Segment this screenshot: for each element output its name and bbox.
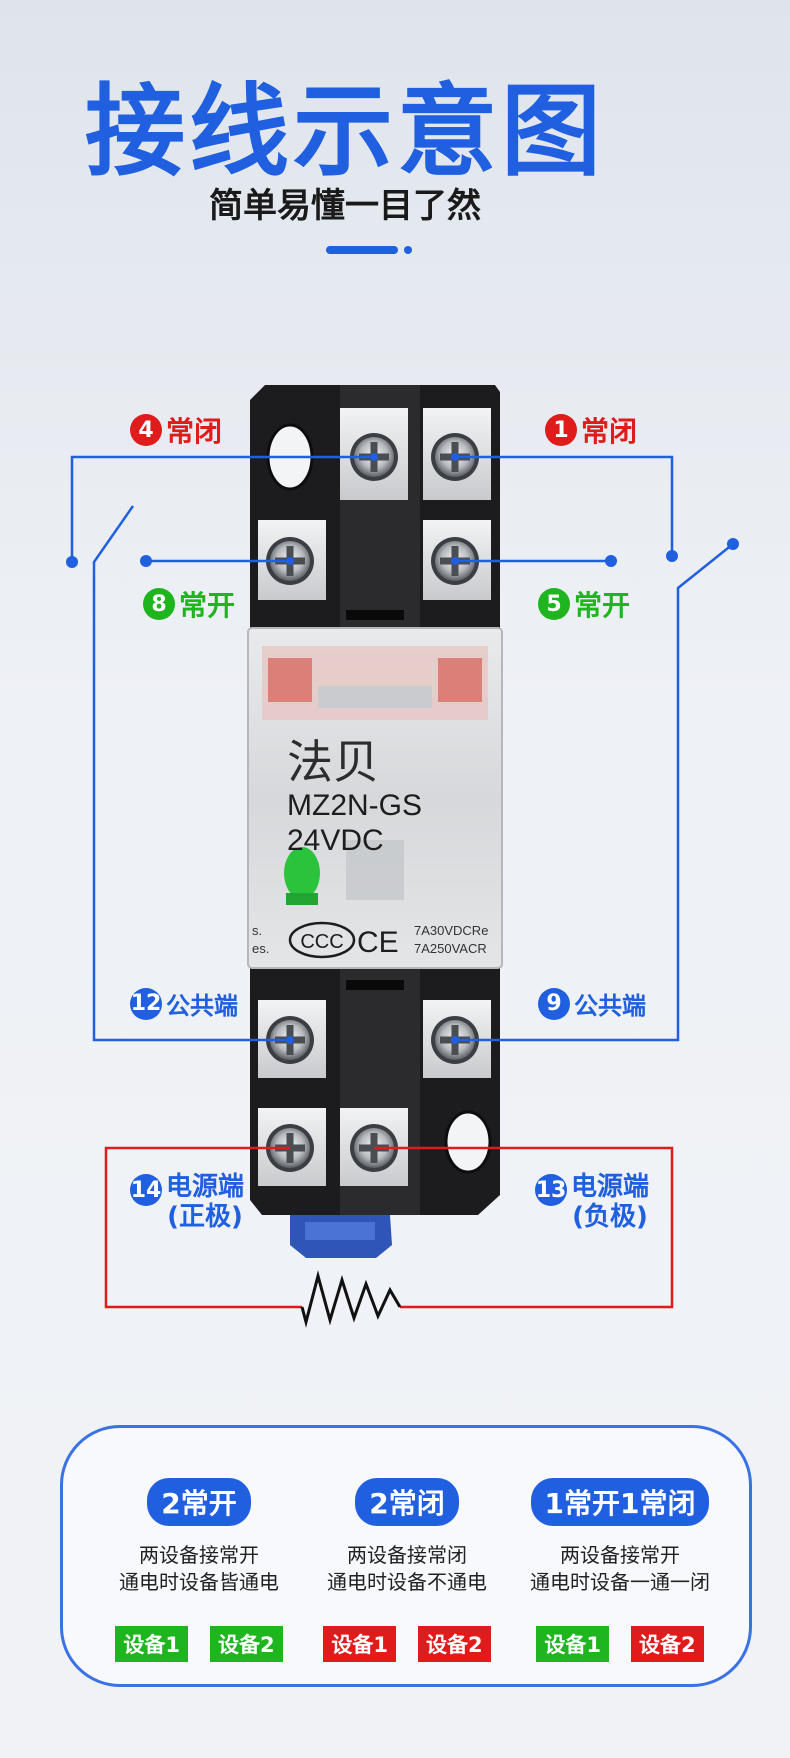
mode-2-title: 2常闭 xyxy=(355,1478,459,1526)
ce-mark: CE xyxy=(357,926,399,959)
terminal-14-text: 电源端 xyxy=(166,1172,245,1202)
terminal-4-number: 4 xyxy=(130,414,162,446)
mode-3-line1: 两设备接常开 xyxy=(560,1543,680,1567)
mode-2-line1: 两设备接常闭 xyxy=(347,1543,467,1567)
terminal-13-polarity: (负极) xyxy=(572,1202,648,1232)
terminal-4-text: 常闭 xyxy=(166,415,223,448)
label-terminal-13: 13 电源端 (负极) xyxy=(535,1172,649,1232)
wire-14 xyxy=(104,1146,302,1309)
contact-block-left xyxy=(268,658,312,702)
label-terminal-8: 8 常开 xyxy=(143,584,235,624)
ccc-text: CCC xyxy=(300,931,343,953)
terminal-13-text: 电源端 xyxy=(571,1172,650,1202)
mode-2-line2: 通电时设备不通电 xyxy=(327,1570,487,1594)
mode-card-3: 1常开1常闭 两设备接常开 通电时设备一通一闭 设备1 设备2 xyxy=(515,1428,725,1662)
terminal-14-number: 14 xyxy=(130,1174,162,1206)
terminal-5-text: 常开 xyxy=(574,589,631,622)
terminal-13-number: 13 xyxy=(535,1174,567,1206)
page-title: 接线示意图 xyxy=(85,73,605,190)
mode-1-device2-tag: 设备2 xyxy=(210,1626,283,1662)
status-led xyxy=(284,847,320,899)
edge-text-1: s. xyxy=(252,923,262,938)
terminal-1-text: 常闭 xyxy=(581,415,638,448)
wire-dots xyxy=(66,453,739,1044)
terminal-5-number: 5 xyxy=(538,588,570,620)
label-terminal-14: 14 电源端 (正极) xyxy=(130,1172,244,1232)
mode-card-2: 2常闭 两设备接常闭 通电时设备不通电 设备1 设备2 xyxy=(307,1428,507,1662)
wiring-modes-panel: 2常开 两设备接常开 通电时设备皆通电 设备1 设备2 2常闭 两设备接常闭 通… xyxy=(60,1425,752,1687)
label-terminal-5: 5 常开 xyxy=(538,584,630,624)
relay-voltage: 24VDC xyxy=(287,824,384,857)
terminal-1-number: 1 xyxy=(545,414,577,446)
mode-3-device2-tag: 设备2 xyxy=(631,1626,704,1662)
terminal-14-polarity: (正极) xyxy=(167,1202,243,1232)
relay-cover: 法贝 MZ2N-GS 24VDC CCC CE 7A30VDCRe 7A250V… xyxy=(247,627,503,969)
mode-2-device2-tag: 设备2 xyxy=(418,1626,491,1662)
label-terminal-4: 4 常闭 xyxy=(130,410,222,450)
mount-hole-bottom xyxy=(444,1110,492,1174)
mode-2-device1-tag: 设备1 xyxy=(323,1626,396,1662)
mode-3-line2: 通电时设备一通一闭 xyxy=(530,1570,710,1594)
decorative-bar xyxy=(326,246,398,254)
rating-ac: 7A250VACR xyxy=(414,941,487,956)
edge-text-2: es. xyxy=(252,941,269,956)
ccc-mark xyxy=(288,921,356,959)
mode-3-title: 1常开1常闭 xyxy=(530,1478,710,1526)
resistor-symbol xyxy=(300,1270,402,1328)
contact-block-right xyxy=(438,658,482,702)
label-terminal-9: 9 公共端 xyxy=(538,986,646,1021)
decorative-dot xyxy=(404,246,412,254)
label-terminal-1: 1 常闭 xyxy=(545,410,637,450)
mode-1-device1-tag: 设备1 xyxy=(115,1626,188,1662)
relay-brand: 法贝 xyxy=(287,735,379,789)
terminal-9-number: 9 xyxy=(538,987,570,1020)
terminal-8-text: 常开 xyxy=(179,589,236,622)
mode-1-line1: 两设备接常开 xyxy=(139,1543,259,1567)
wire-1 xyxy=(455,455,674,556)
mode-card-1: 2常开 两设备接常开 通电时设备皆通电 设备1 设备2 xyxy=(99,1428,299,1662)
wire-4 xyxy=(70,455,374,560)
page-subtitle: 简单易懂一目了然 xyxy=(209,186,481,226)
label-terminal-12: 12 公共端 xyxy=(130,986,238,1021)
mode-3-device1-tag: 设备1 xyxy=(536,1626,609,1662)
power-wires xyxy=(104,1146,674,1309)
rating-dc: 7A30VDCRe xyxy=(414,923,488,938)
terminal-12-text: 公共端 xyxy=(166,992,238,1020)
mode-1-title: 2常开 xyxy=(147,1478,251,1526)
signal-wires xyxy=(70,455,734,1042)
mode-1-line2: 通电时设备皆通电 xyxy=(119,1570,279,1594)
wiring-diagram: 法贝 MZ2N-GS 24VDC CCC CE 7A30VDCRe 7A250V… xyxy=(66,385,739,1328)
relay-model: MZ2N-GS xyxy=(287,789,422,822)
terminal-12-number: 12 xyxy=(130,987,162,1020)
wire-12 xyxy=(92,505,290,1042)
terminal-9-text: 公共端 xyxy=(574,992,646,1020)
terminal-8-number: 8 xyxy=(143,588,175,620)
wire-13 xyxy=(374,1146,674,1309)
wire-9 xyxy=(455,543,734,1042)
